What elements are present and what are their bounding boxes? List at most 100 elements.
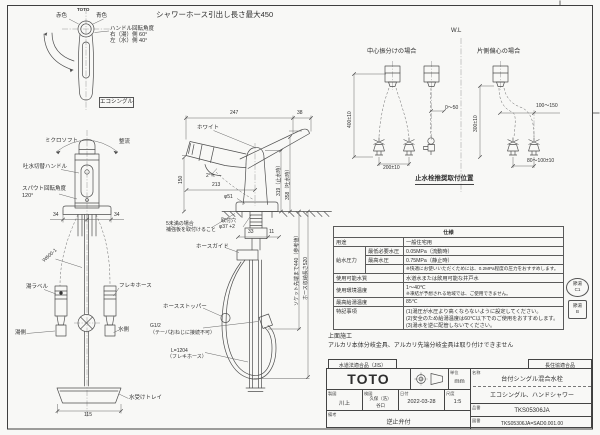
mount-hole-size: φ37 +2 (219, 224, 235, 230)
handle-angle-cold: 左（水）側 40° (110, 38, 148, 44)
spec-title: 仕様 (332, 226, 565, 238)
spec-use-label: 用途 (333, 237, 404, 247)
center-split-title: 中心振分けの場合 (367, 48, 417, 55)
eco-single-badge: エコシングル (99, 97, 134, 108)
date-value: 2022-03-28 (407, 399, 436, 405)
unit-cell: 単位 mm (449, 369, 471, 390)
choju-tab-text: 長住協適合品 (544, 362, 575, 369)
dim-11: 11 (269, 229, 275, 235)
dim-33: 33 (248, 229, 254, 235)
mount-hole-label: 取付穴 (221, 218, 237, 224)
dim-247: 247 (230, 110, 239, 116)
jis-tab-text: 水道法適合品（JIS） (338, 362, 387, 369)
cold-side-label: 水側 (118, 327, 130, 333)
setsuyu-c1-stamp: 節湯 C1 (566, 278, 589, 297)
product-name-1: 台付シングル混合水栓 (501, 376, 563, 383)
projection-symbol-cell (411, 369, 449, 390)
drawing-number-label: 図番 (472, 417, 481, 423)
drawing-number-cell: 図番 TKS05306JA=SAD0.001.00 (471, 417, 593, 429)
dim-height-closed: 319（止水時） (275, 162, 282, 196)
dim-100-150: 100～150 (536, 103, 558, 109)
spec-table: 仕様 用途 一般住宅用 給水圧力 最低必要水圧 0.05MPa（流動時） 最高水… (332, 226, 565, 330)
dim-hose-storage: ホース収納長さ520 (302, 256, 309, 300)
hose-guide-label: ホースガイド (196, 243, 229, 250)
name-divider (473, 386, 591, 387)
hot-water-label: 湯ラベル (26, 284, 49, 290)
drafter-label: 製図 (328, 390, 337, 396)
spec-maxtemp-value: 85℃ (402, 297, 565, 307)
handle-angle-title: ハンドル回転角度 (110, 26, 155, 32)
g12-label: G1/2 (150, 323, 161, 329)
dim-34-right: 34 (114, 212, 120, 218)
spout-angle-label: スパウト回転角度 (22, 186, 67, 192)
unit-label: 単位 (450, 369, 459, 375)
spec-maxtemp-label: 最高給湯温度 (333, 297, 404, 307)
spec-max-pressure-value: 0.75MPa（静止時） (402, 255, 565, 265)
checker-label: 検図 (364, 390, 373, 396)
handle-angle-hot: 右（湯）側 60° (110, 32, 148, 38)
reinforce-note-2: 補強板を取付けること (166, 227, 217, 233)
dim-213: 213 (212, 182, 221, 188)
unit-value: mm (454, 378, 465, 385)
name-label: 名称 (472, 369, 481, 375)
dim-34-left: 34 (53, 212, 59, 218)
note-alkali: アルカリ本体分岐金具、アルカリ先端分岐金具は取り付けできません (328, 342, 514, 349)
spec-pressure-note: ※快適にお使いいただくためには、0.2MPa程度の圧力をおすすめします。 (402, 264, 565, 274)
part-number-cell: 品番 TKS05306JA (471, 404, 593, 417)
switch-handle-label: 吐水切替ハンドル (23, 164, 68, 170)
hot-side-label: 湯側 (15, 330, 27, 336)
angle-2deg-note: 2°≒ (206, 173, 215, 179)
title-block: TOTO 単位 mm 名称 台付シングル混合水栓 エコシングル、ハンドシャワー … (326, 368, 593, 429)
spec-temp-note: ※凍結が予想される地域では、ご使用できません。 (406, 290, 511, 296)
spec-temp-label: 使用環境温度 (333, 282, 404, 298)
hose-length-label: L=1204 (171, 347, 188, 354)
toto-logo-cell: TOTO (327, 369, 411, 390)
white-color-label: ホワイト (197, 125, 220, 131)
dim-115: 115 (84, 412, 92, 418)
mode-straight-label: 整流 (119, 139, 131, 145)
mode-microsoft-label: ミクロソフト (45, 138, 79, 144)
toto-mark-small: TOTO (77, 7, 90, 12)
dim-400: 400±10 (347, 111, 353, 128)
hose-length-note: （フレキホース） (167, 354, 207, 360)
remarks-value: 逆止弁付 (386, 420, 411, 426)
remarks-label: 備考 (328, 411, 337, 417)
third-angle-projection-icon (414, 372, 443, 386)
spec-max-pressure-label: 最高水圧 (365, 255, 404, 265)
dim-height-open: 358（吐水時） (284, 166, 291, 200)
remarks-cell: 備考 逆止弁付 (327, 411, 471, 429)
name-cell: 名称 台付シングル混合水栓 エコシングル、ハンドシャワー (471, 369, 593, 404)
drafter-name: 川上 (338, 401, 350, 407)
product-name-2: エコシングル、ハンドシャワー (489, 393, 574, 399)
checker-cell: 検図 久保（浩） 谷口 (363, 390, 399, 411)
dim-0-50: 0～50 (445, 105, 459, 111)
checker-name-2: 谷口 (376, 403, 385, 408)
sheet-title: シャワーホース引出し長さ最大450 (156, 10, 274, 19)
spec-pressure-label: 給水圧力 (333, 246, 366, 274)
wl-label: W.L (451, 28, 462, 34)
scale-value: 1:5 (453, 399, 462, 405)
spec-notes-label: 特記事項 (333, 306, 404, 330)
dim-300: 300±10 (473, 115, 479, 132)
spec-temp-value: 1～40℃ (406, 284, 426, 291)
setsuyu-c1-word: 節湯 (573, 281, 582, 286)
dim-150: 150 (178, 175, 184, 184)
spec-min-pressure-label: 最低必要水圧 (365, 246, 404, 256)
spec-water-value: 水道水または飲用可能な井戸水 (402, 273, 565, 283)
reinforce-note-1: 5未満の場合 (166, 220, 194, 227)
tray-label: 水受けトレイ (129, 395, 163, 401)
spout-angle-value: 120° (22, 192, 34, 199)
spec-use-value: 一般住宅用 (402, 237, 565, 247)
spec-note-3: (3)湯水を逆に配管しないでください。 (406, 322, 496, 329)
scale-cell: 尺度 1:5 (445, 390, 471, 411)
dim-38: 38 (297, 110, 303, 116)
drawing-number: TKS05306JA=SAD0.001.00 (500, 421, 564, 427)
setsuyu-b-word: 節湯 (573, 303, 582, 308)
setsuyu-b-class: B (575, 308, 579, 314)
dim-socket-depth: ソケット先端まで440（参考値） (293, 232, 300, 306)
valve-position-caption: 止水栓推奨取付位置 (415, 175, 474, 185)
part-number: TKS05306JA (514, 407, 550, 414)
spec-empty-cell (365, 264, 404, 274)
checker-name-1: 久保（浩） (369, 396, 392, 401)
